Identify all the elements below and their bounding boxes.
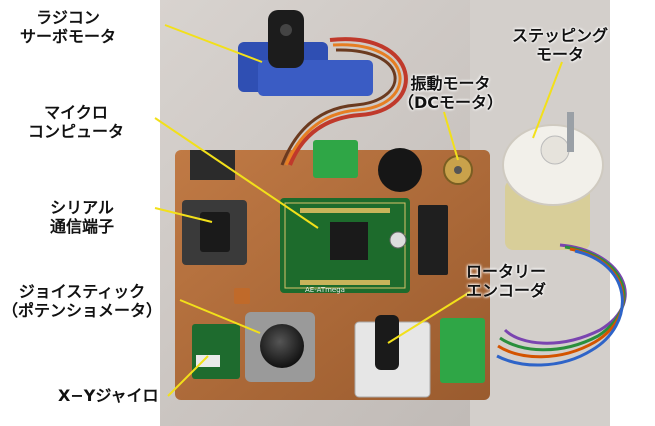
leader-encoder [387, 291, 471, 344]
label-stepping-motor-line1: ステッピング [512, 26, 609, 45]
vibration-motor [443, 155, 473, 185]
label-microcomputer-line2: コンピュータ [28, 122, 125, 141]
rotary-encoder [354, 315, 431, 398]
leader-stepper [532, 61, 563, 139]
servo-motor [238, 10, 373, 96]
label-serial-port: シリアル 通信端子 [50, 198, 114, 236]
label-vibration-motor: 振動モータ （DCモータ） [398, 74, 503, 112]
label-joystick: ジョイスティック （ポテンショメータ） [2, 282, 162, 320]
label-stepping-motor-line2: モータ [536, 45, 585, 64]
label-rotary-encoder-line2: エンコーダ [466, 281, 547, 300]
terminal-block-top [313, 140, 358, 178]
stepping-motor [502, 112, 604, 250]
label-rc-servo-line1: ラジコン [36, 8, 100, 27]
terminal-block-right [440, 318, 485, 383]
label-rc-servo-line2: サーボモータ [20, 27, 117, 46]
label-serial-port-line2: 通信端子 [50, 217, 115, 236]
leader-vibration [443, 111, 459, 161]
leader-lines [154, 24, 563, 397]
label-microcomputer: マイクロ コンピュータ [28, 103, 124, 141]
leader-servo [164, 24, 263, 63]
serial-connector [182, 150, 247, 265]
label-rotary-encoder-line1: ロータリー [466, 262, 547, 281]
dip-ic [418, 205, 448, 275]
mcu-board: AE-ATmega [280, 198, 410, 294]
label-stepping-motor: ステッピング モータ [512, 26, 608, 64]
label-vibration-motor-line2: （DCモータ） [398, 93, 504, 112]
leader-joystick [179, 299, 261, 334]
leader-serial [154, 207, 213, 223]
leader-gyro [167, 355, 209, 397]
label-rotary-encoder: ロータリー エンコーダ [466, 262, 546, 300]
label-joystick-line2: （ポテンショメータ） [2, 301, 163, 320]
label-gyro: X−Yジャイロ [58, 386, 159, 405]
label-joystick-line1: ジョイスティック [18, 282, 146, 301]
label-vibration-motor-line1: 振動モータ [410, 74, 491, 93]
label-microcomputer-line1: マイクロ [44, 103, 108, 122]
joystick [245, 312, 315, 382]
label-serial-port-line1: シリアル [50, 198, 114, 217]
tact-switch [234, 288, 250, 304]
label-rc-servo: ラジコン サーボモータ [20, 8, 116, 46]
gyro-module [192, 324, 240, 379]
buzzer [378, 148, 422, 192]
leader-mcu [154, 117, 319, 229]
chip-label: AE-ATmega [305, 286, 345, 294]
